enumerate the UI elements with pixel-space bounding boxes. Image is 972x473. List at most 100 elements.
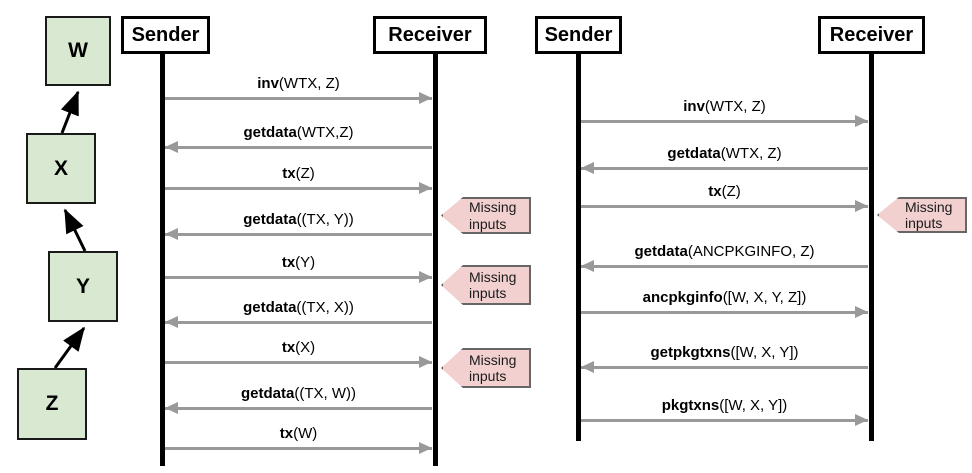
message-tx-y: tx(Y) <box>165 254 432 284</box>
message-command: getdata <box>243 210 297 228</box>
message-label: inv(WTX, Z) <box>165 74 432 93</box>
message-command: ancpkginfo <box>642 288 723 306</box>
message-line <box>165 321 432 324</box>
message-command: getpkgtxns <box>650 343 731 361</box>
tx-node-x: X <box>26 133 96 204</box>
message-arrowhead-icon <box>581 260 594 272</box>
message-line <box>165 276 432 279</box>
message-arrowhead-icon <box>855 200 868 212</box>
message-getdata-wtx-z: getdata(WTX,Z) <box>165 124 432 154</box>
message-command: tx <box>708 182 722 200</box>
message-command: getdata <box>667 144 721 162</box>
lifeline-receiver <box>868 54 874 441</box>
message-inv-wtx-z: inv(WTX, Z) <box>581 98 868 128</box>
message-label: getdata((TX, X)) <box>165 298 432 317</box>
message-getdata-ancpkginfo-z: getdata(ANCPKGINFO, Z) <box>581 243 868 273</box>
lifeline-sender <box>159 54 165 466</box>
message-args: ((TX, W)) <box>294 384 356 402</box>
message-arrowhead-icon <box>165 316 178 328</box>
actor-box-sender: Sender <box>121 16 210 54</box>
edge-x-to-w <box>60 90 80 134</box>
lifeline-sender <box>575 54 581 441</box>
message-label: tx(Y) <box>165 253 432 272</box>
message-line <box>581 120 868 123</box>
message-args: (W) <box>293 424 318 442</box>
message-line <box>581 311 868 314</box>
message-args: ([W, X, Y]) <box>719 396 788 414</box>
message-args: (X) <box>295 338 316 356</box>
message-args: (WTX, Z) <box>720 144 782 162</box>
message-args: ((TX, X)) <box>296 298 354 316</box>
message-arrowhead-icon <box>419 356 432 368</box>
message-line <box>165 233 432 236</box>
message-args: (WTX, Z) <box>278 74 340 92</box>
message-args: (Z) <box>295 164 315 182</box>
message-arrowhead-icon <box>419 271 432 283</box>
message-line <box>581 366 868 369</box>
message-args: (WTX, Z) <box>704 97 766 115</box>
message-args: ((TX, Y)) <box>296 210 354 228</box>
message-arrowhead-icon <box>165 402 178 414</box>
message-label: tx(X) <box>165 338 432 357</box>
callout-text-line1: Missing <box>905 198 953 215</box>
message-line <box>165 361 432 364</box>
message-command: tx <box>281 338 296 356</box>
message-pkgtxns-wxy: pkgtxns([W, X, Y]) <box>581 397 868 427</box>
tx-node-w: W <box>45 16 111 86</box>
tx-node-z: Z <box>17 368 87 440</box>
message-line <box>165 187 432 190</box>
message-label: getdata(ANCPKGINFO, Z) <box>581 242 868 261</box>
message-line <box>165 97 432 100</box>
message-line <box>165 447 432 450</box>
callout-text-line2: inputs <box>469 285 507 301</box>
edge-z-to-y <box>53 326 86 369</box>
message-args: ([W, X, Y, Z]) <box>722 288 807 306</box>
message-command: getdata <box>634 242 688 260</box>
actor-box-sender: Sender <box>535 16 622 54</box>
message-arrowhead-icon <box>419 92 432 104</box>
message-command: tx <box>281 253 296 271</box>
callout-text-line1: Missing <box>469 351 517 368</box>
message-args: (ANCPKGINFO, Z) <box>687 242 815 260</box>
message-label: inv(WTX, Z) <box>581 97 868 116</box>
message-label: tx(W) <box>165 424 432 443</box>
message-label: getdata((TX, Y)) <box>165 210 432 229</box>
message-arrowhead-icon <box>419 442 432 454</box>
message-command: tx <box>282 164 296 182</box>
message-command: getdata <box>243 298 297 316</box>
message-command: getdata <box>241 384 295 402</box>
message-label: tx(Z) <box>165 164 432 183</box>
message-getdata-tx-w: getdata((TX, W)) <box>165 385 432 415</box>
message-arrowhead-icon <box>165 141 178 153</box>
callout-text-line2: inputs <box>469 215 507 232</box>
message-arrowhead-icon <box>581 361 594 373</box>
callout-text-line2: inputs <box>905 215 943 231</box>
actor-box-receiver: Receiver <box>818 16 925 54</box>
message-tx-x: tx(X) <box>165 339 432 369</box>
message-getdata-tx-x: getdata((TX, X)) <box>165 299 432 329</box>
message-line <box>581 265 868 268</box>
message-tx-w: tx(W) <box>165 425 432 455</box>
message-command: inv <box>257 74 279 92</box>
message-label: tx(Z) <box>581 182 868 201</box>
message-arrowhead-icon <box>855 306 868 318</box>
message-command: pkgtxns <box>661 396 720 414</box>
message-getdata-tx-y: getdata((TX, Y)) <box>165 211 432 241</box>
message-line <box>165 146 432 149</box>
message-getdata-wtx-z: getdata(WTX, Z) <box>581 145 868 175</box>
message-command: getdata <box>243 123 297 141</box>
message-label: ancpkginfo([W, X, Y, Z]) <box>581 288 868 307</box>
message-label: getdata(WTX,Z) <box>165 123 432 142</box>
message-args: (WTX,Z) <box>296 123 354 141</box>
lifeline-receiver <box>432 54 438 466</box>
message-line <box>165 407 432 410</box>
message-line <box>581 419 868 422</box>
message-line <box>581 205 868 208</box>
message-label: pkgtxns([W, X, Y]) <box>581 396 868 415</box>
message-arrowhead-icon <box>855 414 868 426</box>
message-args: (Z) <box>721 182 741 200</box>
